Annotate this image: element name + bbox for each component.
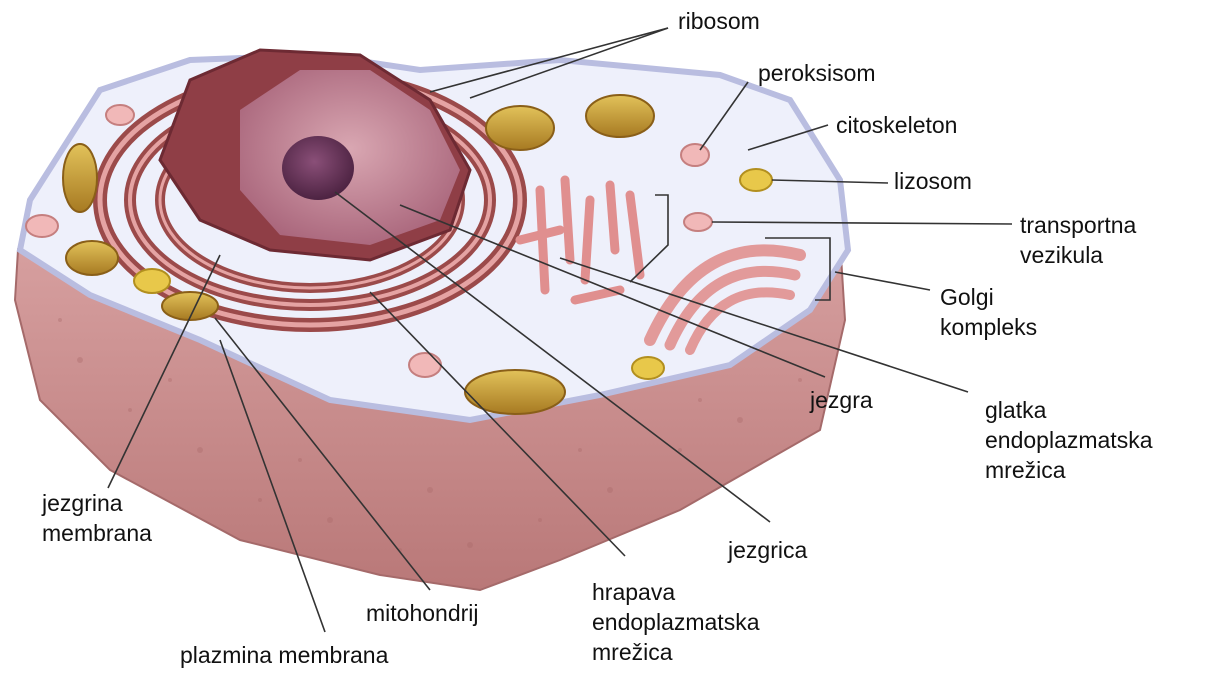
label-ribosom: ribosom bbox=[678, 6, 760, 36]
label-peroksisom: peroksisom bbox=[758, 58, 876, 88]
leader-golgi bbox=[835, 272, 930, 290]
label-mitohondrij: mitohondrij bbox=[366, 598, 479, 628]
label-golgi-kompleks: Golgi kompleks bbox=[940, 282, 1037, 342]
label-citoskeleton: citoskeleton bbox=[836, 110, 957, 140]
label-lizosom: lizosom bbox=[894, 166, 972, 196]
label-jezgrica: jezgrica bbox=[728, 535, 807, 565]
label-plazmina-membrana: plazmina membrana bbox=[180, 640, 388, 670]
label-hrapava-er: hrapava endoplazmatska mrežica bbox=[592, 577, 760, 667]
label-glatka-er: glatka endoplazmatska mrežica bbox=[985, 395, 1153, 485]
label-transportna-vezikula: transportna vezikula bbox=[1020, 210, 1136, 270]
nucleolus bbox=[282, 136, 354, 200]
label-jezgra: jezgra bbox=[810, 385, 873, 415]
label-jezgrina-membrana: jezgrina membrana bbox=[42, 488, 152, 548]
